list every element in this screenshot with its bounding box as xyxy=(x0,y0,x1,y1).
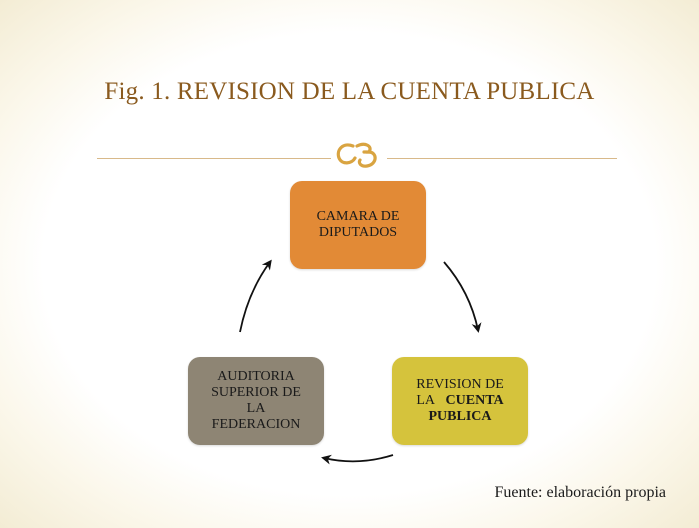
node-auditoria-line1: AUDITORIA xyxy=(217,369,295,384)
arrow-camara-to-revision xyxy=(443,261,482,333)
node-revision-line3: PUBLICA xyxy=(428,409,492,424)
page-title: Fig. 1. REVISION DE LA CUENTA PUBLICA xyxy=(104,78,595,105)
node-auditoria-line3: LA xyxy=(246,401,266,416)
node-auditoria-superior: AUDITORIA SUPERIOR DE LA FEDERACION xyxy=(188,357,324,445)
node-camara-de-diputados: CAMARA DE DIPUTADOS xyxy=(290,181,426,269)
node-revision-cuenta-publica: REVISION DE LA CUENTA PUBLICA xyxy=(392,357,528,445)
node-camara-line2: DIPUTADOS xyxy=(318,225,398,240)
arrow-revision-to-auditoria xyxy=(321,454,394,465)
arrow-auditoria-to-camara xyxy=(239,259,272,333)
node-camara-line1: CAMARA DE xyxy=(316,209,400,224)
node-revision-line2-prefix: LA xyxy=(416,393,443,408)
flourish-ornament-icon xyxy=(331,136,387,172)
node-revision-line2-bold: CUENTA xyxy=(445,393,504,408)
node-revision-line1: REVISION DE xyxy=(416,377,504,392)
node-revision-line2: LA CUENTA xyxy=(416,393,504,409)
source-caption: Fuente: elaboración propia xyxy=(494,484,667,501)
node-auditoria-line4: FEDERACION xyxy=(211,417,301,432)
node-auditoria-line2: SUPERIOR DE xyxy=(211,385,301,400)
